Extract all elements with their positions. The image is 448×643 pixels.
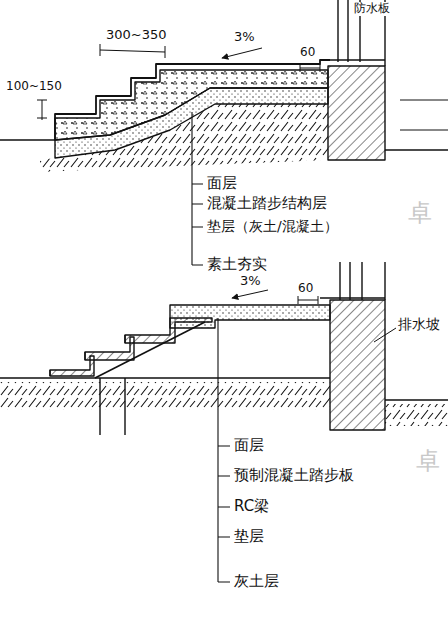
slope-note: 3% — [238, 274, 263, 289]
layer-name: RC梁 — [232, 498, 271, 515]
layer-name: 垫层 — [232, 528, 266, 545]
layer-name: 混凝土踏步结构层 — [205, 195, 329, 212]
watermark: 卓 — [414, 448, 442, 476]
slope-note: 3% — [232, 30, 257, 45]
layer-name: 面层 — [232, 437, 266, 454]
watermark: 卓 — [406, 200, 434, 228]
dimension: 60 — [296, 282, 315, 296]
dimension: 100~150 — [4, 80, 64, 94]
layer-name: 预制混凝土踏步板 — [232, 467, 356, 484]
layer-name: 灰土层 — [232, 573, 281, 590]
layer-name: 面层 — [205, 175, 239, 192]
layer-name: 素土夯实 — [205, 256, 269, 273]
part-name: 排水坡 — [396, 316, 442, 332]
dimension: 60 — [298, 46, 317, 60]
layer-name: 垫层（灰土/混凝土） — [205, 218, 340, 234]
part-name: 防水板 — [352, 2, 392, 16]
dimension: 300~350 — [104, 28, 169, 43]
